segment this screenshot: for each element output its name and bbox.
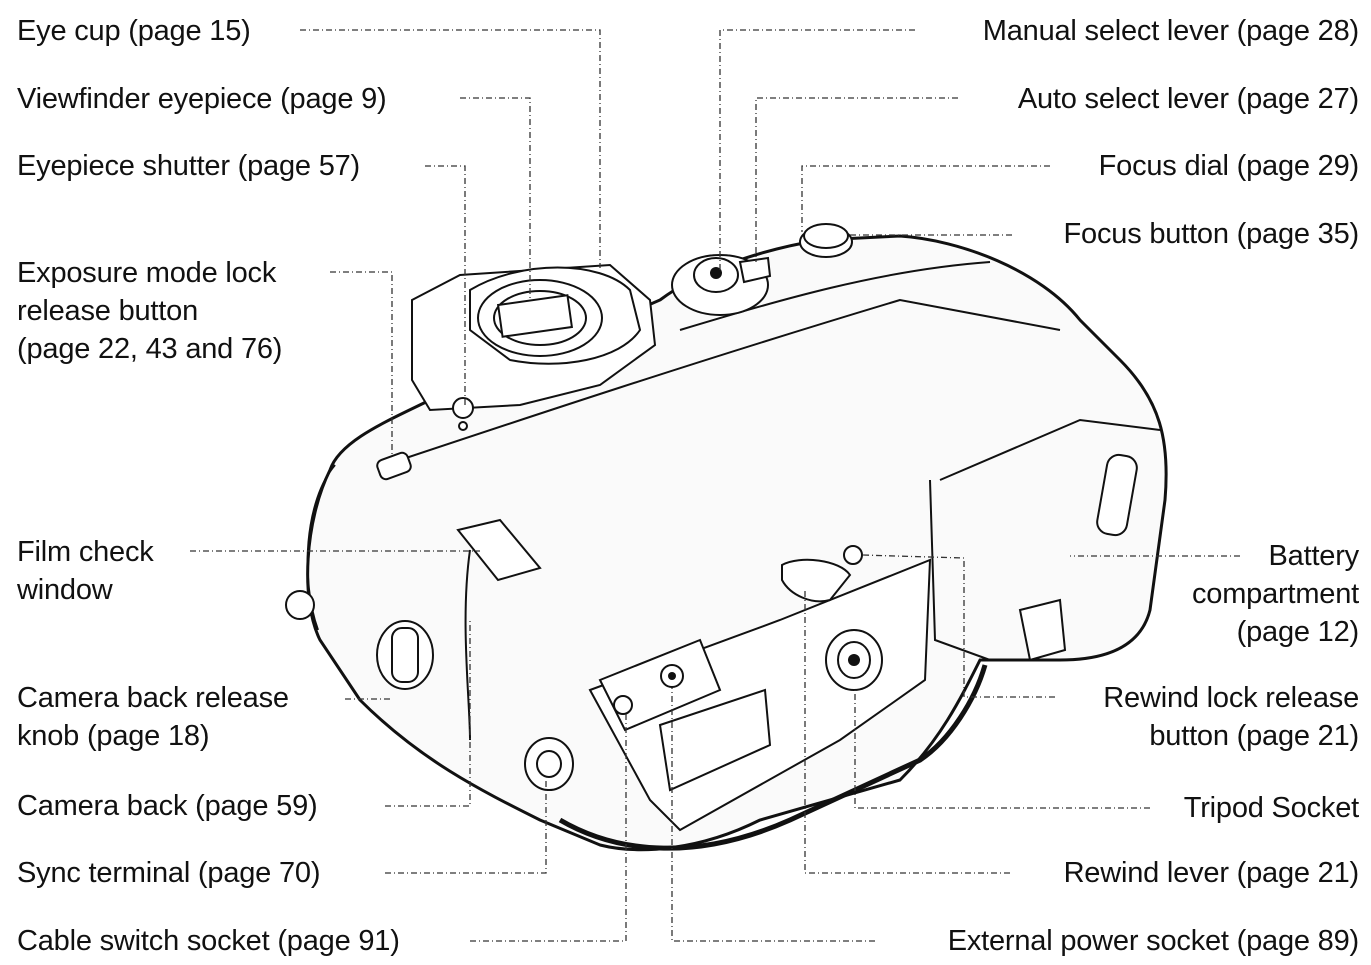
external-power-socket-label: External power socket (page 89) — [947, 925, 1360, 957]
rewind-lock-release-button-line-2: button (page 21) — [1149, 720, 1359, 752]
viewfinder-eyepiece-label: Viewfinder eyepiece (page 9) — [17, 83, 387, 115]
exposure-mode-lock-label: Exposure mode lock release button (page … — [17, 254, 282, 368]
film-check-window-label: Film check window — [17, 533, 154, 609]
rewind-lever-label: Rewind lever (page 21) — [1063, 857, 1360, 889]
camera-back-release-knob-label: Camera back release knob (page 18) — [17, 679, 289, 755]
tripod-socket-label: Tripod Socket — [1183, 792, 1359, 824]
camera-back-release-knob-line-1: Camera back release — [17, 682, 289, 714]
focus-dial-label: Focus dial (page 29) — [1098, 150, 1360, 182]
eye-cup-label: Eye cup (page 15) — [17, 15, 251, 47]
exposure-mode-lock-line-2: release button — [17, 295, 198, 327]
auto-select-lever-label: Auto select lever (page 27) — [1017, 83, 1359, 115]
battery-compartment-line-3: (page 12) — [1236, 616, 1360, 648]
rewind-lock-release-button-label: Rewind lock release button (page 21) — [1103, 679, 1359, 755]
cable-switch-socket-label: Cable switch socket (page 91) — [17, 925, 400, 957]
exposure-mode-lock-line-3: (page 22, 43 and 76) — [17, 333, 283, 365]
film-check-window-line-1: Film check — [17, 536, 154, 568]
film-check-window-line-2: window — [17, 574, 113, 606]
battery-compartment-label: Battery compartment (page 12) — [1192, 537, 1359, 651]
camera-back-release-knob-line-2: knob (page 18) — [17, 720, 210, 752]
leader-lines — [190, 29, 1240, 942]
manual-select-lever-label: Manual select lever (page 28) — [982, 15, 1359, 47]
sync-terminal-label: Sync terminal (page 70) — [17, 857, 321, 889]
camera-body-illustration — [285, 223, 1168, 852]
exposure-mode-lock-line-1: Exposure mode lock — [17, 257, 277, 289]
battery-compartment-line-1: Battery — [1268, 540, 1360, 572]
rewind-lock-release-button-line-1: Rewind lock release — [1103, 682, 1359, 714]
eyepiece-shutter-label: Eyepiece shutter (page 57) — [17, 150, 361, 182]
battery-compartment-line-2: compartment — [1191, 578, 1359, 610]
camera-back-label: Camera back (page 59) — [17, 790, 318, 822]
focus-button-label: Focus button (page 35) — [1063, 218, 1360, 250]
